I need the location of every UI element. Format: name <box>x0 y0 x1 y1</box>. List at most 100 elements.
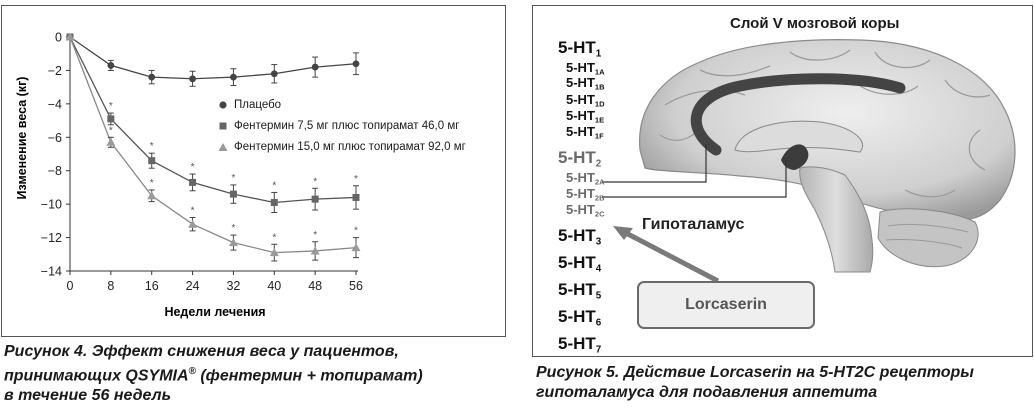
receptor-subtype: 1A <box>594 67 605 77</box>
data-point <box>189 75 196 83</box>
x-axis-label: Недели лечения <box>164 305 265 319</box>
significance-mark: * <box>272 232 276 243</box>
x-tick-label: 48 <box>308 279 322 293</box>
receptor-base: 5-HT <box>558 307 596 326</box>
significance-mark: * <box>191 206 195 217</box>
cortex-layer-band <box>690 73 906 156</box>
receptor-base: 5-HT <box>566 202 595 217</box>
y-tick-label: 0 <box>55 31 62 45</box>
receptor-5ht2: 5-HT2 <box>558 148 601 169</box>
receptor-base: 5-HT <box>566 60 595 75</box>
significance-mark: * <box>191 162 195 173</box>
caption-line: в течение 56 недель <box>4 387 172 405</box>
drug-arrow <box>622 229 720 284</box>
significance-mark: * <box>354 174 358 185</box>
data-point <box>229 190 237 198</box>
x-tick-label: 24 <box>186 279 200 293</box>
significance-mark: * <box>313 230 317 241</box>
series-line <box>69 36 357 204</box>
diagram-title: Слой V мозговой коры <box>730 15 900 32</box>
figure-5-caption: Рисунок 5. Действие Lorcaserin на 5-HT2C… <box>536 363 1032 403</box>
data-point <box>269 248 279 257</box>
receptor-5ht7: 5-HT7 <box>558 334 601 355</box>
caption-line: Рисунок 4. Эффект снижения веса у пациен… <box>4 343 399 360</box>
caption-line: принимающих QSYMIA <box>4 367 189 385</box>
data-point <box>148 73 156 81</box>
significance-mark: * <box>150 141 154 152</box>
square-marker-icon <box>219 122 227 130</box>
figure-4-caption: Рисунок 4. Эффект снижения веса у пациен… <box>4 342 504 406</box>
receptor-base: 5-HT <box>566 124 595 139</box>
data-point <box>107 115 115 123</box>
data-point <box>352 60 360 68</box>
connector-line-2a <box>602 144 707 183</box>
receptor-base: 5-HT <box>558 334 596 353</box>
receptor-subtype: 6 <box>595 317 602 329</box>
registered-mark: ® <box>188 366 196 377</box>
cerebellum-shape <box>877 208 979 268</box>
receptor-base: 5-HT <box>566 75 595 90</box>
hypothalamus-shape <box>781 144 809 170</box>
data-point <box>188 219 198 228</box>
significance-mark: * <box>150 178 154 189</box>
caption-line: (фентермин + топирамат) <box>195 367 423 385</box>
x-tick-label: 56 <box>349 279 363 293</box>
x-tick-label: 0 <box>67 279 74 293</box>
receptor-5ht2a: 5-HT2A <box>566 170 605 187</box>
data-point <box>230 73 237 81</box>
receptor-subtype: 2A <box>594 177 605 187</box>
receptor-5ht5: 5-HT5 <box>558 280 601 301</box>
series-2: * * * * * * * <box>65 32 361 262</box>
receptor-subtype: 1B <box>594 82 605 92</box>
y-tick-label: −10 <box>41 198 62 212</box>
receptor-5ht2c: 5-HT2C <box>566 202 605 219</box>
caption-line: Рисунок 5. Действие Lorcaserin на 5-HT2C… <box>536 364 974 381</box>
lorcaserin-box: Lorcaserin <box>637 281 815 329</box>
significance-mark: * <box>354 226 358 237</box>
receptor-subtype: 5 <box>595 290 602 302</box>
receptor-5ht4: 5-HT4 <box>558 253 601 274</box>
significance-mark: * <box>231 223 235 234</box>
y-axis-label: Изменение веса (кг) <box>15 77 29 200</box>
legend-item-placebo: Плацебо <box>218 99 281 111</box>
receptor-base: 5-HT <box>566 108 595 123</box>
data-point <box>65 32 75 41</box>
chart-series: ************** <box>65 32 361 262</box>
receptor-base: 5-HT <box>558 280 596 299</box>
receptor-5ht1f: 5-HT1F <box>566 124 604 141</box>
significance-mark: * <box>272 180 276 191</box>
receptor-base: 5-HT <box>558 148 596 167</box>
drug-label: Lorcaserin <box>685 296 767 313</box>
receptor-5ht1b: 5-HT1B <box>566 75 605 92</box>
receptor-base: 5-HT <box>558 226 596 245</box>
y-tick-label: −6 <box>48 131 62 145</box>
y-tick-label: −4 <box>48 97 62 111</box>
x-tick-label: 8 <box>107 279 114 293</box>
data-point <box>107 62 115 69</box>
receptor-5ht6: 5-HT6 <box>558 307 601 328</box>
legend-item-low-dose: Фентермин 7,5 мг плюс топирамат 46,0 мг <box>218 120 459 132</box>
series-line <box>69 36 357 80</box>
receptor-subtype: 2 <box>595 158 602 170</box>
significance-mark: * <box>109 101 113 112</box>
receptor-5ht1: 5-HT1 <box>558 38 601 59</box>
caption-line: гипоталамуса для подавления аппетита <box>536 384 878 401</box>
x-tick-label: 32 <box>226 279 240 293</box>
receptor-subtype: 2B <box>594 193 605 203</box>
series-1: ******* <box>66 33 360 213</box>
y-tick-label: −14 <box>41 265 62 279</box>
data-point <box>311 63 319 71</box>
gyri-lines <box>659 49 991 198</box>
receptor-5ht1a: 5-HT1A <box>566 60 605 77</box>
data-point <box>270 198 278 206</box>
legend-item-high-dose: Фентермин 15,0 мг плюс топирамат 92,0 мг <box>218 141 466 153</box>
receptor-subtype: 1D <box>594 99 605 109</box>
data-point <box>228 238 238 247</box>
y-tick-label: −8 <box>48 164 62 178</box>
connector-line-2b <box>602 160 787 198</box>
legend-label: Фентермин 7,5 мг плюс топирамат 46,0 мг <box>234 120 460 132</box>
y-tick-label: −12 <box>41 231 62 245</box>
